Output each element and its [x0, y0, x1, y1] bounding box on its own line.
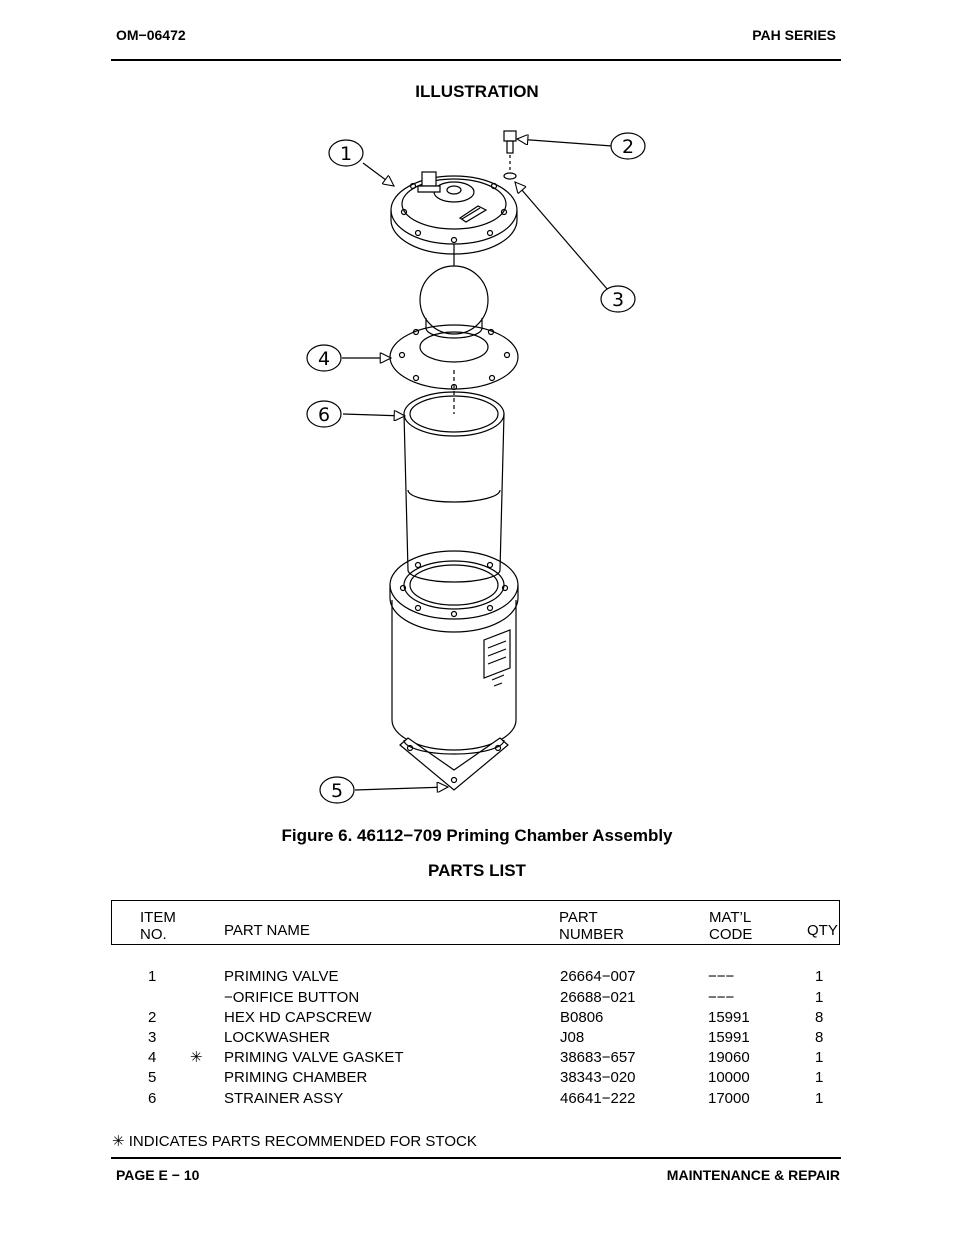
- svg-text:4: 4: [318, 348, 330, 370]
- parts-list-title: PARTS LIST: [428, 861, 526, 880]
- table-row: 5 PRIMING CHAMBER 38343−020 10000 1: [148, 1069, 824, 1086]
- parts-table-header: ITEM NO. PART NAME PART NUMBER MAT’L COD…: [111, 900, 840, 945]
- strainer-part: [403, 391, 505, 583]
- callout-6: 6: [306, 400, 342, 428]
- figure-caption: Figure 6. 46112−709 Priming Chamber Asse…: [281, 826, 673, 845]
- svg-text:3: 3: [612, 289, 624, 311]
- lockwasher-part: [503, 172, 517, 180]
- callout-5: 5: [319, 776, 355, 804]
- table-row: 2 HEX HD CAPSCREW B0806 15991 8: [148, 1009, 824, 1026]
- float-ball: [419, 265, 489, 339]
- svg-text:6: 6: [318, 404, 330, 426]
- footer-rule: [111, 1157, 841, 1159]
- header-rule: [111, 59, 841, 61]
- callout-4: 4: [306, 344, 342, 372]
- stock-footnote: ✳ INDICATES PARTS RECOMMENDED FOR STOCK: [112, 1133, 477, 1150]
- series-name: PAH SERIES: [752, 27, 836, 43]
- priming-chamber-part: [389, 550, 519, 791]
- priming-valve-part: [390, 171, 518, 270]
- illustration-title: ILLUSTRATION: [415, 82, 539, 101]
- page-number: PAGE E − 10: [116, 1167, 200, 1183]
- svg-text:2: 2: [622, 136, 634, 158]
- svg-text:1: 1: [340, 143, 352, 165]
- callout-2: 2: [610, 132, 646, 160]
- col-qty: QTY: [807, 922, 838, 939]
- table-row: 6 STRAINER ASSY 46641−222 17000 1: [148, 1090, 824, 1107]
- capscrew-part: [503, 130, 517, 154]
- document-number: OM−06472: [116, 27, 186, 43]
- section-name: MAINTENANCE & REPAIR: [666, 1167, 840, 1183]
- callout-1: 1: [328, 139, 364, 167]
- col-part-name: PART NAME: [224, 922, 310, 939]
- assembly-drawing: 1 2 3 4 6 5: [306, 130, 646, 804]
- table-row: 1 PRIMING VALVE 26664−007 −−− 1: [148, 968, 824, 985]
- col-item-no: ITEM NO.: [140, 909, 176, 943]
- callout-3: 3: [600, 285, 636, 313]
- col-part-number: PART NUMBER: [559, 909, 625, 943]
- col-matl-code: MAT’L CODE: [709, 909, 753, 943]
- table-row: 4 ✳ PRIMING VALVE GASKET 38683−657 19060…: [148, 1049, 824, 1066]
- stock-mark: ✳: [190, 1049, 203, 1066]
- svg-text:5: 5: [331, 780, 343, 802]
- table-row: −ORIFICE BUTTON 26688−021 −−− 1: [224, 989, 824, 1006]
- table-row: 3 LOCKWASHER J08 15991 8: [148, 1029, 824, 1046]
